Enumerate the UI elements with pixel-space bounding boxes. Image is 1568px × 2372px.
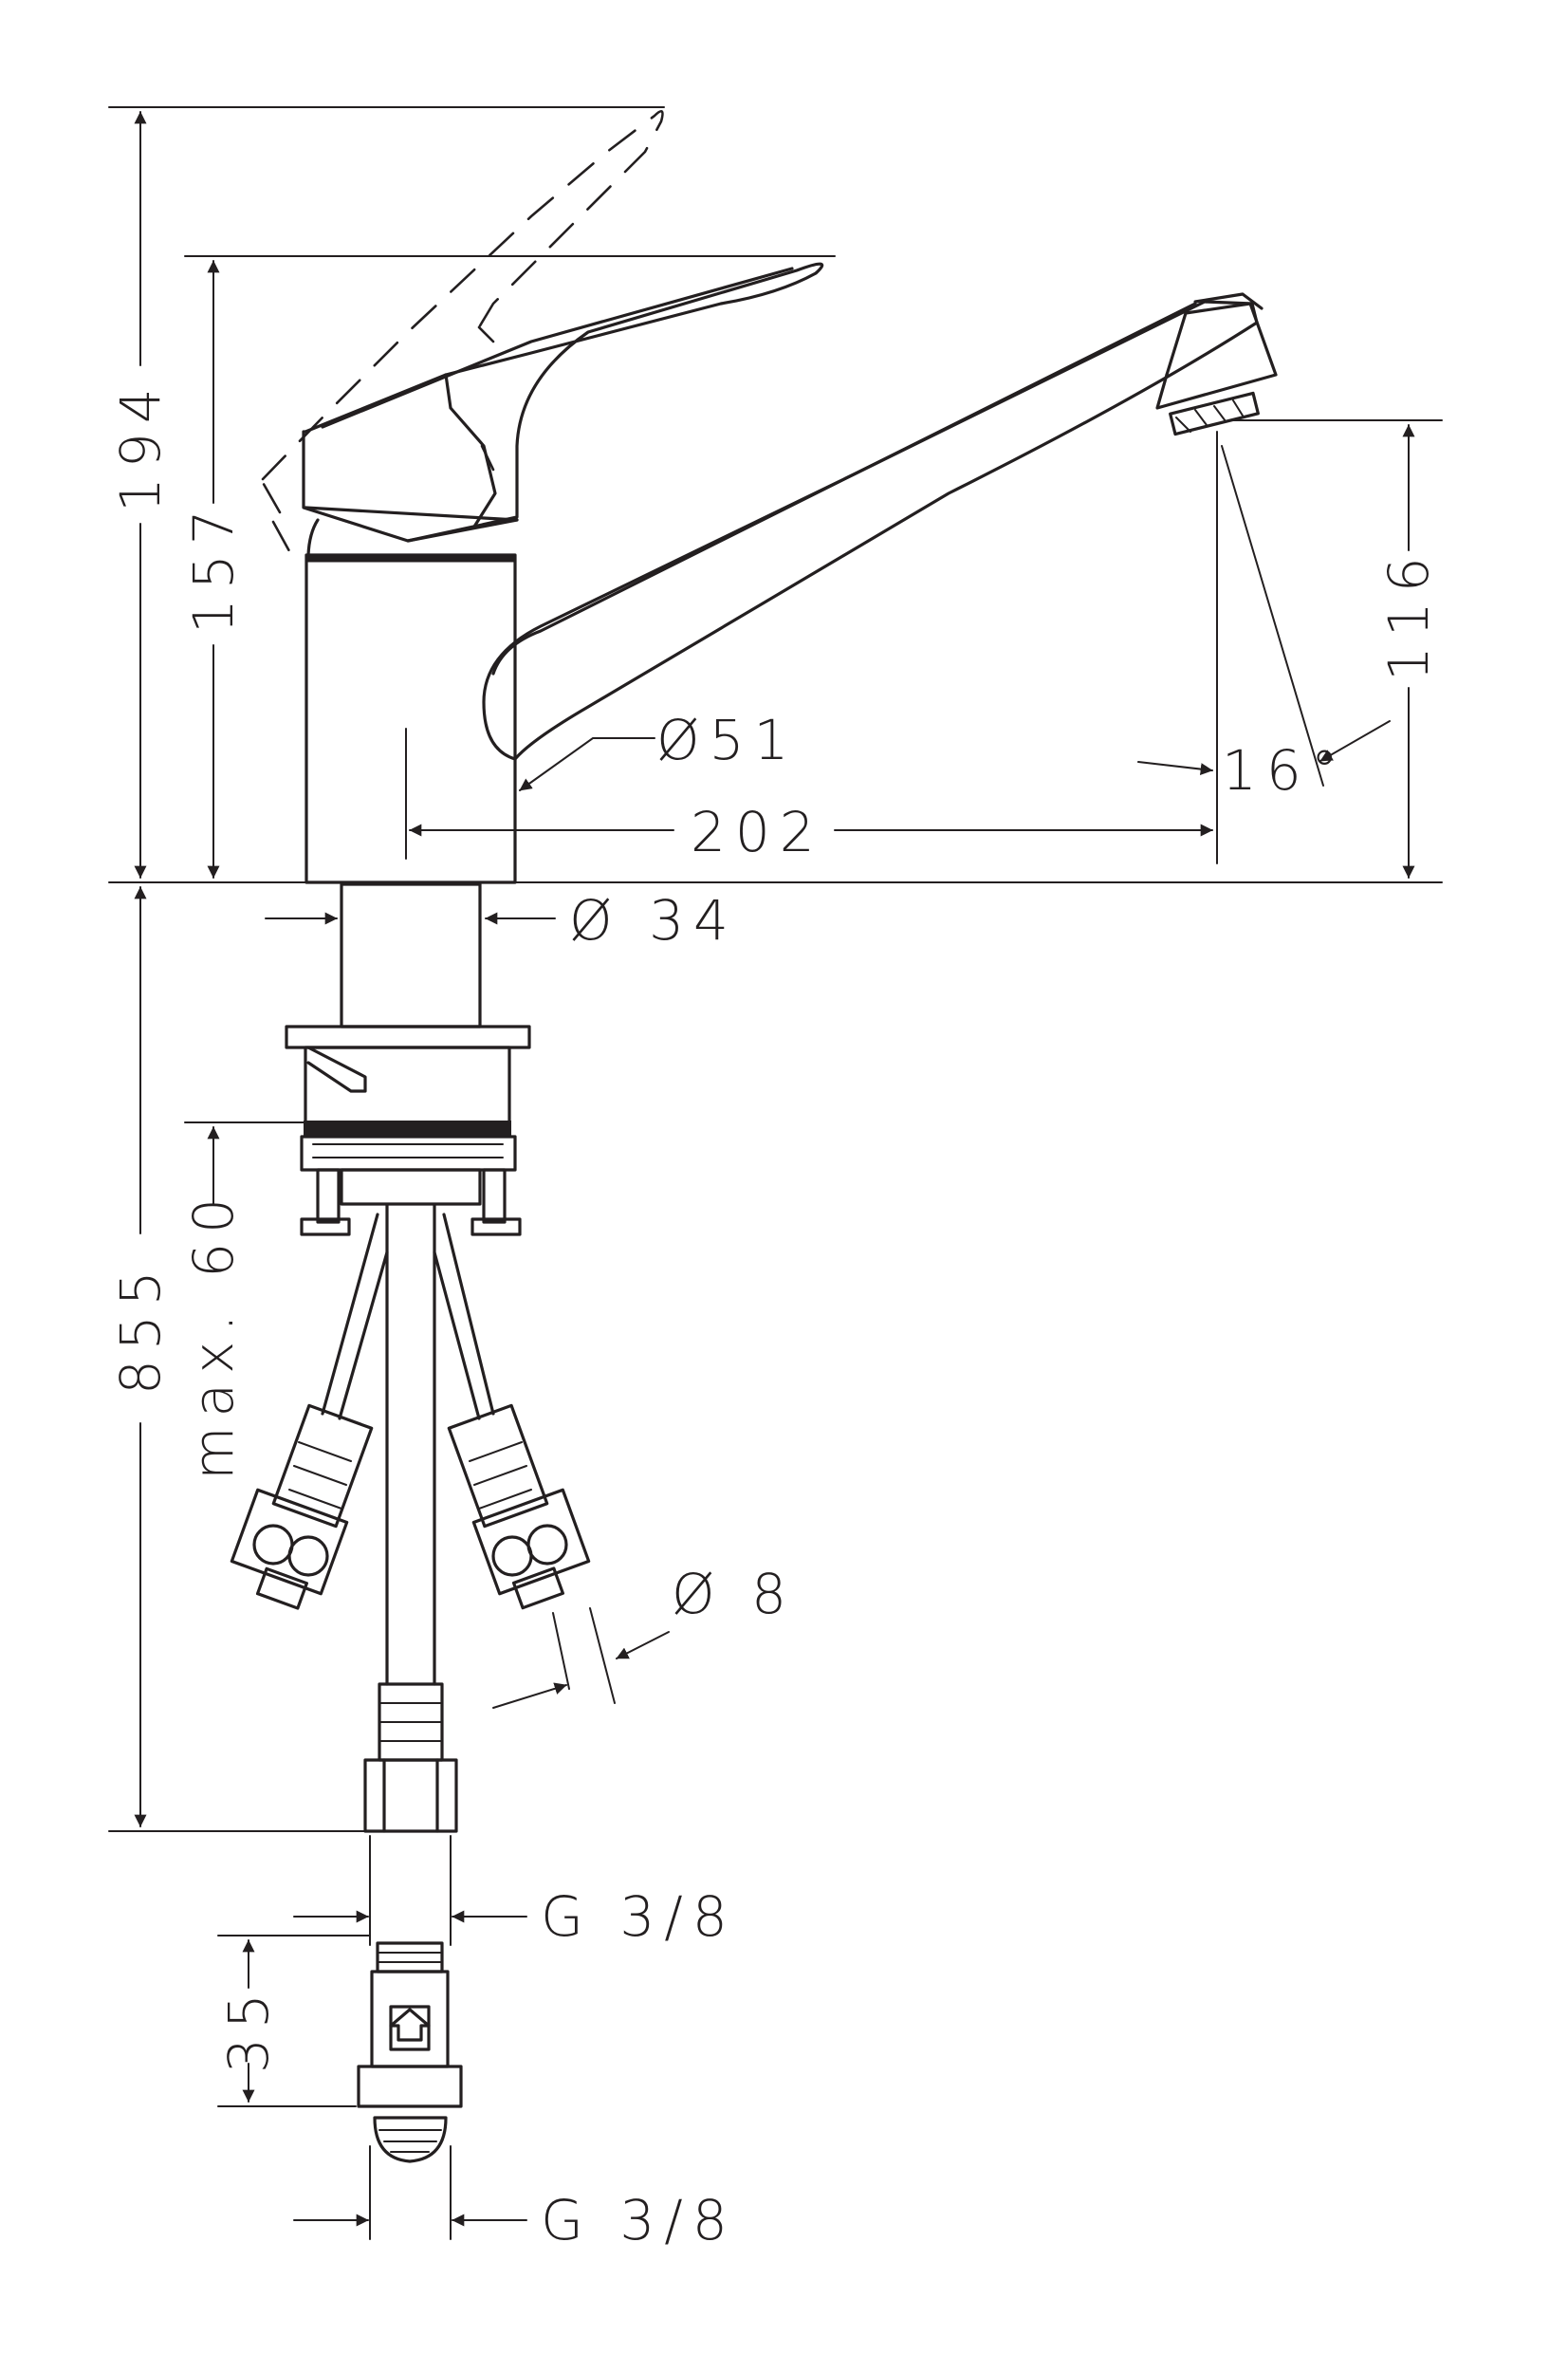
dim-body-height: 157 (181, 500, 246, 634)
dim-max-deck-thickness: max. 60 (181, 1189, 246, 1480)
faucet-shank (340, 882, 482, 1028)
mounting-set (285, 1025, 531, 1236)
left-side-hose (230, 1213, 389, 1610)
dim-spout-angle: 16° (1222, 738, 1348, 803)
faucet-handle (302, 262, 824, 557)
right-side-hose (433, 1213, 591, 1610)
dim-spout-reach: 202 (691, 800, 824, 864)
dim-thread-top: G 3/8 (541, 1884, 737, 1949)
dim-valve-length: 35 (216, 1984, 281, 2073)
faucet-body (304, 553, 517, 884)
check-valve (357, 1941, 463, 2163)
dimension-lines (134, 111, 1415, 2240)
dim-spout-height: 116 (1376, 547, 1441, 681)
faucet-spout (482, 292, 1278, 761)
dim-hose-diameter: Ø 8 (672, 1562, 796, 1626)
center-hose (363, 1203, 458, 1833)
dim-thread-bottom: G 3/8 (541, 2188, 737, 2252)
dim-total-height: 194 (108, 379, 173, 512)
dim-body-diameter: Ø51 (656, 708, 798, 772)
extension-lines (108, 106, 1443, 2107)
dim-hose-length: 855 (108, 1261, 173, 1395)
dim-base-diameter: Ø 34 (569, 888, 738, 953)
